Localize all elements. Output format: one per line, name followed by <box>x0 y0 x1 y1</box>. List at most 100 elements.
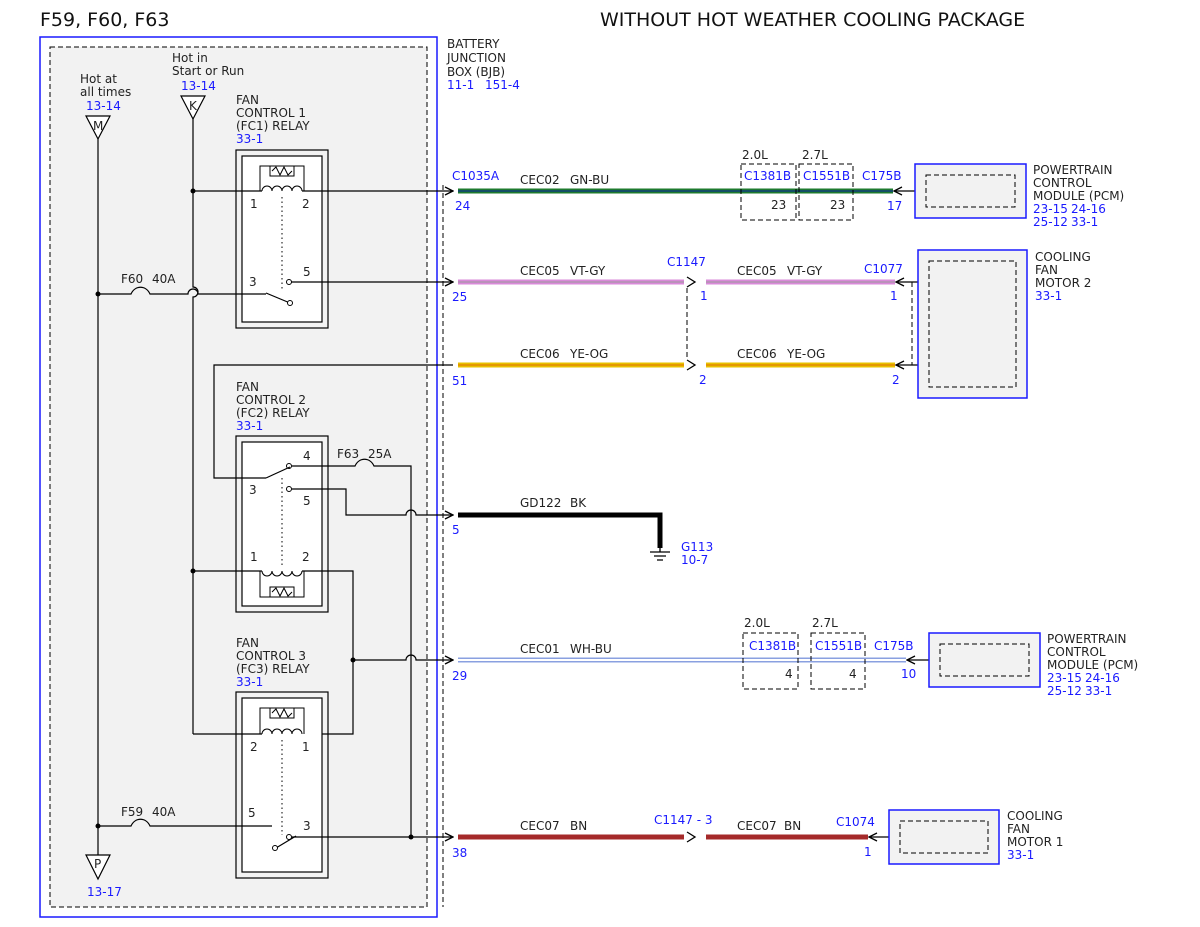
fc3-pin-3: 3 <box>303 819 311 833</box>
fc1-switch-pivot <box>287 300 293 306</box>
cec06-inline-arrow-icon <box>686 359 697 371</box>
feed-m-triangle-icon <box>85 115 111 141</box>
feed-k-triangle-icon <box>180 95 206 121</box>
cec05-color-b: VT-GY <box>787 264 823 278</box>
gd122-ground: G113 <box>681 540 713 554</box>
cec01-eng2: 2.7L <box>812 616 838 630</box>
gd122-bjb-pin: 5 <box>452 523 460 537</box>
cec01-end-conn: C175B <box>874 639 914 653</box>
cec02-c1: C1381B <box>744 169 791 183</box>
f60-rating: 40A <box>152 272 176 286</box>
gd122-color: BK <box>570 496 587 510</box>
wire-f59-to-fc3 <box>98 818 272 827</box>
wire-ye-og-to-fc2 <box>213 364 453 479</box>
bjb-label-1: BATTERY <box>447 37 500 51</box>
cec06-inline-pin: 2 <box>699 373 707 387</box>
fc1-ref: 33-1 <box>236 132 263 146</box>
fan-motor-1-module <box>888 809 1000 865</box>
fan1-label-3: MOTOR 1 <box>1007 835 1063 849</box>
fan-motor-2-inner <box>928 260 1017 388</box>
pcm-top-label-3: MODULE (PCM) <box>1033 189 1124 203</box>
fc3-pin-2: 2 <box>250 740 258 754</box>
fc2-ref: 33-1 <box>236 419 263 433</box>
pcm-bottom-inner <box>939 643 1030 677</box>
ground-g113-icon <box>650 548 670 561</box>
fc3-switch-pivot <box>272 845 278 851</box>
fan1-label-2: FAN <box>1007 822 1030 836</box>
fc1-pin-5: 5 <box>303 265 311 279</box>
cec02-eng1: 2.0L <box>742 148 768 162</box>
fc2-pin4-contact <box>286 463 292 469</box>
fc2-label-1: FAN <box>236 380 259 394</box>
wire-f60-to-fc1 <box>98 286 266 295</box>
cec01-color: WH-BU <box>570 642 612 656</box>
wire-fc2-pin5-to-ground <box>292 488 453 515</box>
fan2-label-3: MOTOR 2 <box>1035 276 1091 290</box>
cec01-eng1: 2.0L <box>744 616 770 630</box>
pcm-bottom-ref-1: 23-15 <box>1047 671 1082 685</box>
pcm-bottom-label-3: MODULE (PCM) <box>1047 658 1138 672</box>
pcm-top-ref-3: 25-12 <box>1033 215 1068 229</box>
pcm-top-ref-1: 23-15 <box>1033 202 1068 216</box>
pcm-bottom-label-1: POWERTRAIN <box>1047 632 1127 646</box>
gd122-circuit: GD122 <box>520 496 561 510</box>
fc3-label-2: CONTROL 3 <box>236 649 306 663</box>
hot-run-ref: 13-14 <box>181 79 216 93</box>
cec05-end-conn: C1077 <box>864 262 903 276</box>
cec01-c1: C1381B <box>749 639 796 653</box>
pcm-bottom-label-2: CONTROL <box>1047 645 1106 659</box>
cec02-end-pin: 17 <box>887 199 902 213</box>
hot-always-label-1: Hot at <box>80 72 117 86</box>
cec02-c1-box <box>740 163 797 221</box>
f59-name: F59 <box>121 805 143 819</box>
cec06-circuit-a: CEC06 <box>520 347 560 361</box>
cec02-bjb-conn: C1035A <box>452 169 500 183</box>
cec02-end-conn: C175B <box>862 169 902 183</box>
hot-always-ref: 13-14 <box>86 99 121 113</box>
cec02-bjb-pin: 24 <box>455 199 470 213</box>
pcm-top-label-1: POWERTRAIN <box>1033 163 1113 177</box>
fc1-label-1: FAN <box>236 93 259 107</box>
cec05-circuit-a: CEC05 <box>520 264 560 278</box>
f60-name: F60 <box>121 272 143 286</box>
fc3-coil-icon <box>259 707 305 735</box>
cec02-circuit: CEC02 <box>520 173 560 187</box>
fc1-pin-3: 3 <box>249 275 257 289</box>
feed-p-letter: P <box>94 857 101 871</box>
cec02-c2pin: 23 <box>830 198 845 212</box>
bjb-label-2: JUNCTION <box>446 51 506 65</box>
cec07-bjb-pin: 38 <box>452 846 467 860</box>
pcm-bottom-ref-3: 25-12 <box>1047 684 1082 698</box>
fc2-coil-icon <box>259 570 305 598</box>
cec05-color-a: VT-GY <box>570 264 606 278</box>
cec01-c1pin: 4 <box>785 667 793 681</box>
wire-gd122 <box>458 512 663 548</box>
pcm-top-module <box>914 163 1027 219</box>
page-title: WITHOUT HOT WEATHER COOLING PACKAGE <box>600 9 1025 31</box>
fc1-pin-1: 1 <box>250 197 258 211</box>
cec05-circuit-b: CEC05 <box>737 264 777 278</box>
fan2-ref: 33-1 <box>1035 289 1062 303</box>
cec07-color-b: BN <box>784 819 801 833</box>
fc2-pin-2: 2 <box>302 550 310 564</box>
fc1-label-2: CONTROL 1 <box>236 106 306 120</box>
cec07-circuit-a: CEC07 <box>520 819 560 833</box>
fc3-label-3: (FC3) RELAY <box>236 662 310 676</box>
hot-run-label-2: Start or Run <box>172 64 244 78</box>
fc3-label-1: FAN <box>236 636 259 650</box>
feed-m-letter: M <box>93 119 103 133</box>
hot-run-label-1: Hot in <box>172 51 208 65</box>
fc3-switch-arm <box>275 835 297 849</box>
pcm-bottom-ref-4: 33-1 <box>1085 684 1112 698</box>
pcm-top-ref-2: 24-16 <box>1071 202 1106 216</box>
fc2-pin-3: 3 <box>249 483 257 497</box>
fc2-pin-5: 5 <box>303 494 311 508</box>
cec02-c2-box <box>798 163 854 221</box>
cec05-bjb-pin: 25 <box>452 290 467 304</box>
cec02-eng2: 2.7L <box>802 148 828 162</box>
fc1-relay-outer <box>235 149 329 329</box>
cec07-circuit-b: CEC07 <box>737 819 777 833</box>
cec01-circuit: CEC01 <box>520 642 560 656</box>
f59-rating: 40A <box>152 805 176 819</box>
fc3-pin-5: 5 <box>248 806 256 820</box>
